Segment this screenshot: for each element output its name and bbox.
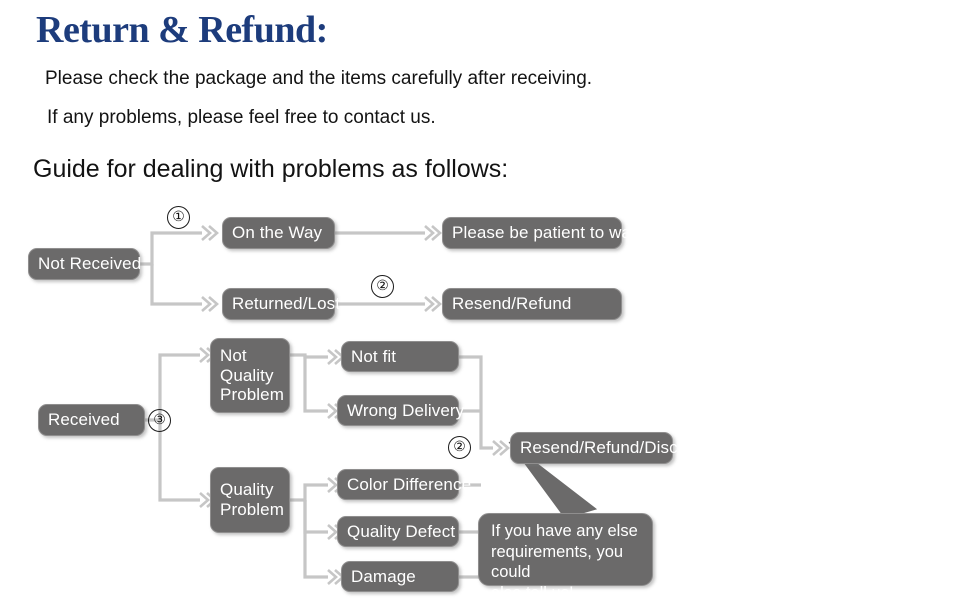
extra-requirements-callout[interactable]: If you have any else requirements, you c…: [478, 513, 653, 602]
callout-line-1: If you have any else: [491, 522, 638, 540]
callout-line-2: requirements, you could: [491, 542, 624, 582]
node-on-the-way[interactable]: On the Way: [222, 217, 335, 249]
node-not-quality-problem[interactable]: Not Quality Problem: [210, 338, 290, 413]
node-color-difference[interactable]: Color Difference: [337, 469, 471, 500]
node-not-fit[interactable]: Not fit: [341, 341, 459, 372]
node-resend-refund[interactable]: Resend/Refund: [442, 288, 622, 320]
node-label: Resend/Refund/Discount: [520, 438, 712, 458]
node-damage[interactable]: Damage: [341, 561, 459, 592]
callout-line-3: also tell us!: [491, 583, 574, 602]
step-marker-2-top: ②: [371, 275, 394, 298]
intro-line-1: Please check the package and the items c…: [45, 68, 593, 89]
guide-heading: Guide for dealing with problems as follo…: [33, 155, 509, 183]
node-quality-defect[interactable]: Quality Defect: [337, 516, 459, 547]
node-label: Quality Defect: [347, 521, 456, 541]
node-label: Damage: [351, 566, 416, 586]
node-label: Received: [48, 410, 120, 430]
node-label: On the Way: [232, 223, 323, 243]
node-label: Color Difference: [347, 474, 472, 494]
node-please-be-patient-to-wait[interactable]: Please be patient to wait: [442, 217, 640, 249]
node-label: Please be patient to wait: [452, 223, 640, 243]
node-not-received[interactable]: Not Received: [28, 248, 142, 280]
node-returned-lost[interactable]: Returned/Lost: [222, 288, 340, 320]
node-label: Returned/Lost: [232, 294, 341, 314]
step-marker-2-bottom: ②: [448, 436, 471, 459]
node-label: Not fit: [351, 346, 397, 366]
node-quality-problem[interactable]: Quality Problem: [210, 467, 290, 533]
node-wrong-delivery[interactable]: Wrong Delivery: [337, 395, 464, 426]
node-label: Resend/Refund: [452, 294, 572, 314]
node-label: Not Received: [38, 254, 142, 274]
flowchart: Not Received On the Way Returned/Lost Pl…: [0, 195, 963, 602]
step-marker-1: ①: [167, 206, 190, 229]
node-resend-refund-discount[interactable]: Resend/Refund/Discount: [510, 432, 711, 464]
intro-line-2: If any problems, please feel free to con…: [47, 107, 436, 128]
node-label: Wrong Delivery: [347, 400, 465, 420]
step-marker-3: ③: [148, 409, 171, 432]
page-title: Return & Refund:: [36, 9, 328, 51]
node-label: Quality Problem: [220, 480, 285, 519]
node-received[interactable]: Received: [38, 404, 145, 436]
node-label: Not Quality Problem: [220, 346, 285, 405]
